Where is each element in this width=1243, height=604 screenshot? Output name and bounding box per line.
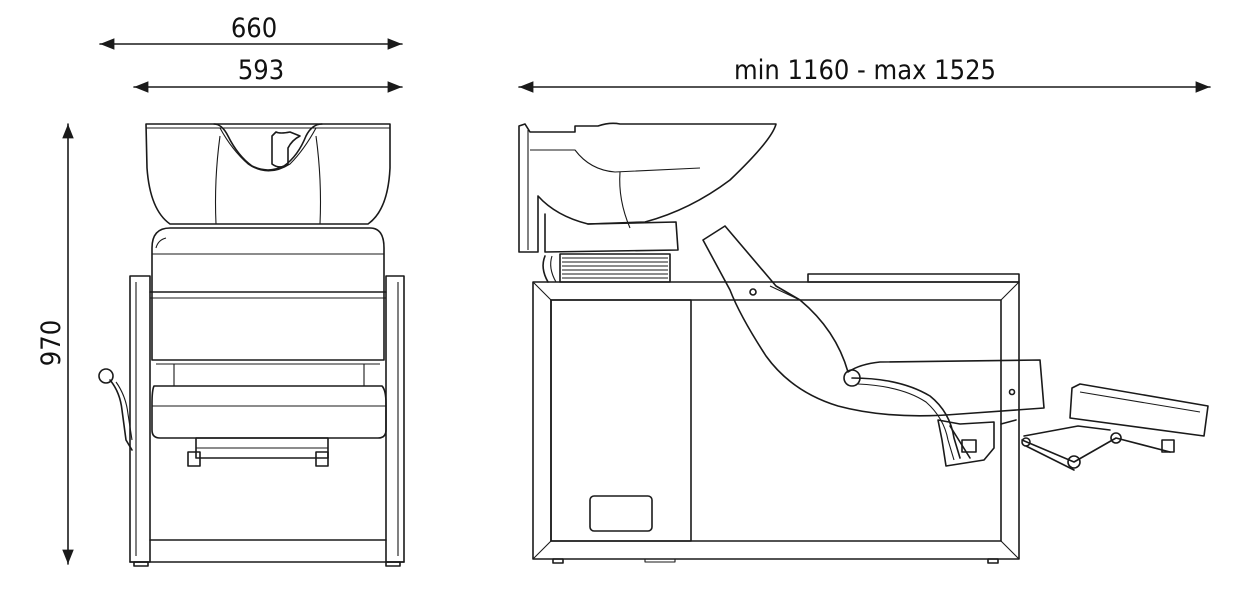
side-basin-bracket [518, 122, 777, 253]
side-basin-base [544, 213, 679, 253]
side-cabinet-inner [550, 299, 1002, 542]
side-view [518, 122, 1209, 564]
side-backrest [702, 225, 1045, 417]
side-bellows [542, 253, 671, 283]
dimension-side-length: min 1160 - max 1525 [518, 55, 1211, 93]
side-legrest-linkage [1021, 437, 1171, 463]
front-seat-back [151, 227, 385, 361]
side-cabinet-handle [589, 495, 653, 532]
front-seat-cushion [151, 385, 387, 439]
front-frame-left [129, 275, 151, 563]
front-view [98, 123, 405, 567]
side-footrest [1069, 383, 1209, 437]
side-armrest-tube [851, 377, 961, 459]
side-cabinet-door [550, 299, 692, 542]
dimension-front-seat: 593 [133, 55, 403, 93]
front-basin-neck-notch [213, 123, 323, 171]
dimension-label-970: 970 [36, 320, 67, 366]
side-cabinet-outer [532, 281, 1020, 560]
dimension-label-660: 660 [231, 13, 277, 44]
dimension-label-593: 593 [238, 55, 284, 86]
front-lever [109, 379, 133, 451]
front-basin [145, 123, 391, 225]
dimension-front-total: 660 [99, 13, 403, 50]
front-frame-right [385, 275, 405, 563]
front-lever-knob [98, 368, 114, 384]
dimension-height: 970 [36, 123, 74, 565]
dimension-label-side: min 1160 - max 1525 [734, 55, 996, 86]
side-armrest-knob [843, 369, 861, 387]
front-faucet [271, 131, 301, 168]
